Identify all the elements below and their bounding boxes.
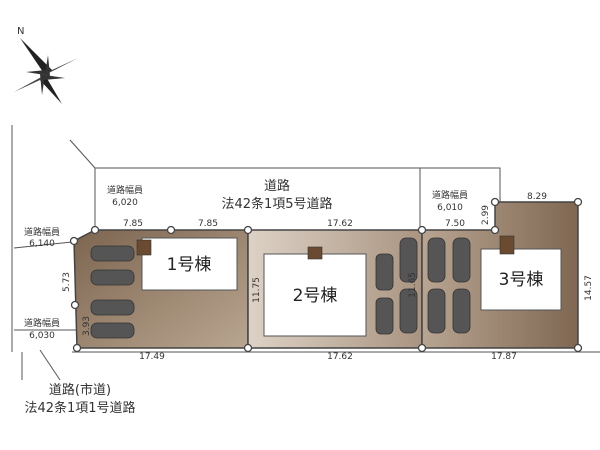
building-2 [263,253,367,337]
dim-lot1-bottom: 17.49 [139,352,165,362]
entrance-icons [136,235,515,260]
road-width-value: 6,140 [29,239,55,249]
road-width-label: 道路幅員 [24,317,60,329]
dim-lot3-right: 14.57 [584,275,594,301]
dimensions: 7.85 7.85 17.62 7.50 8.29 17.49 17.62 17… [62,192,594,362]
road-width-label: 道路幅員 [24,226,60,238]
compass-icon: N [14,26,78,104]
boundary-points [69,197,583,353]
road-width-value: 6,030 [29,331,55,341]
dim-lot2-right: 11.65 [408,272,418,298]
dim-lot3-bottom: 17.87 [491,352,517,362]
dim-lot1-right: 11.75 [252,277,262,303]
building-2-label: 2号棟 [293,286,338,306]
dim-lot1-top-b: 7.85 [198,219,218,229]
road-width-label: 道路幅員 [107,184,143,196]
building-3-label: 3号棟 [499,270,544,290]
road-width-label: 道路幅員 [432,189,468,201]
dim-lot2-bottom: 17.62 [327,352,353,362]
dim-lot1-left: 5.73 [62,272,72,292]
dim-lot3-top-right: 8.29 [527,192,547,202]
top-road-label: 道路 [264,178,290,194]
top-road-type: 法42条1項5号道路 [221,196,332,212]
dim-lot1-corner: 3.93 [82,316,92,336]
parking-cars [90,237,471,339]
road-width-value: 6,010 [437,203,463,213]
building-3 [480,248,562,311]
bottom-road-label: 道路(市道) [49,382,111,398]
building-1 [141,237,238,291]
building-1-label: 1号棟 [167,255,212,275]
road-lines [11,125,600,381]
bottom-road-type: 法42条1項1号道路 [24,400,135,416]
dim-lot3-step: 2.99 [481,205,491,225]
north-label: N [17,26,24,37]
road-width-value: 6,020 [112,198,138,208]
dim-lot1-top-a: 7.85 [123,219,143,229]
dim-lot3-top: 7.50 [445,219,465,229]
dim-lot2-top: 17.62 [327,219,353,229]
